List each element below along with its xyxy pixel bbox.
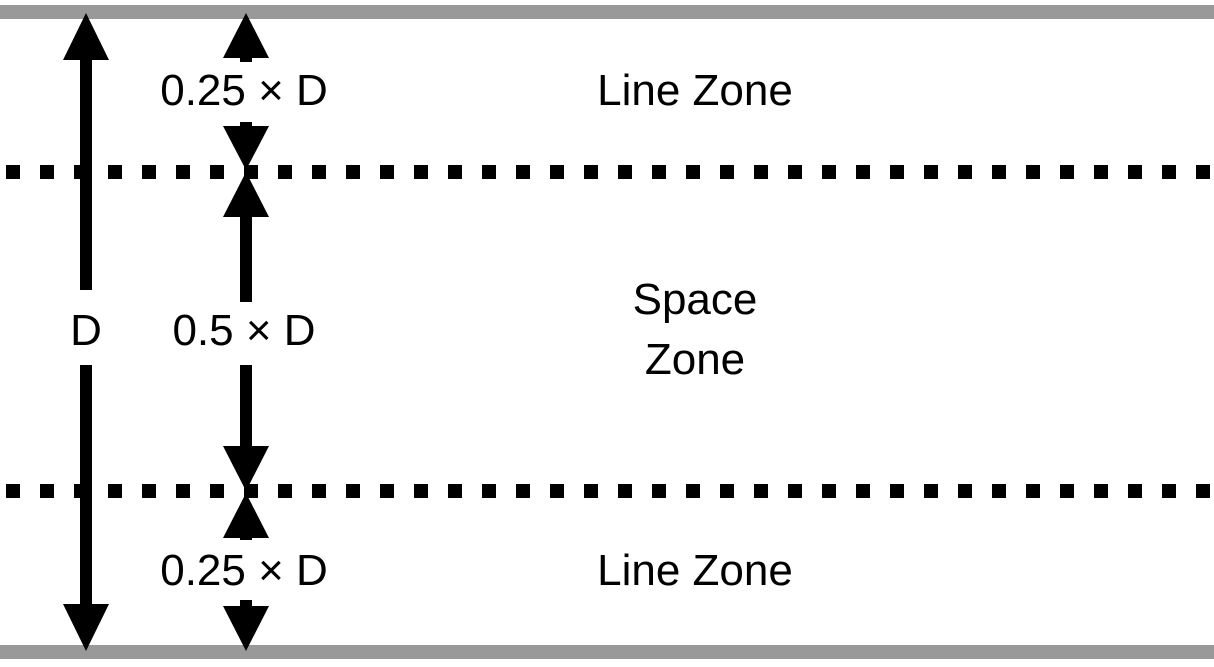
- bottom-boundary-line: [0, 645, 1214, 659]
- total-height-arrow: [63, 13, 109, 651]
- arrow-down-icon: [223, 446, 269, 491]
- arrow-down-icon: [223, 126, 269, 170]
- middle-segment-arrow: [223, 172, 269, 491]
- arrow-up-icon: [223, 493, 269, 538]
- arrow-down-icon: [63, 604, 109, 651]
- top-zone-label: Line Zone: [597, 66, 793, 115]
- bottom-segment-arrow: [223, 493, 269, 651]
- top-segment-label: 0.25 × D: [160, 66, 328, 115]
- middle-segment-label: 0.5 × D: [172, 306, 315, 355]
- middle-zone-label-line2: Zone: [645, 335, 745, 384]
- top-segment-arrow: [223, 13, 269, 170]
- middle-zone-label-line1: Space: [633, 275, 758, 324]
- arrow-up-icon: [223, 13, 269, 58]
- bottom-zone-label: Line Zone: [597, 546, 793, 595]
- bottom-segment-label: 0.25 × D: [160, 546, 328, 595]
- arrow-up-icon: [223, 172, 269, 217]
- arrow-down-icon: [223, 606, 269, 651]
- total-height-label: D: [70, 306, 102, 355]
- arrow-up-icon: [63, 13, 109, 60]
- top-boundary-line: [0, 5, 1214, 19]
